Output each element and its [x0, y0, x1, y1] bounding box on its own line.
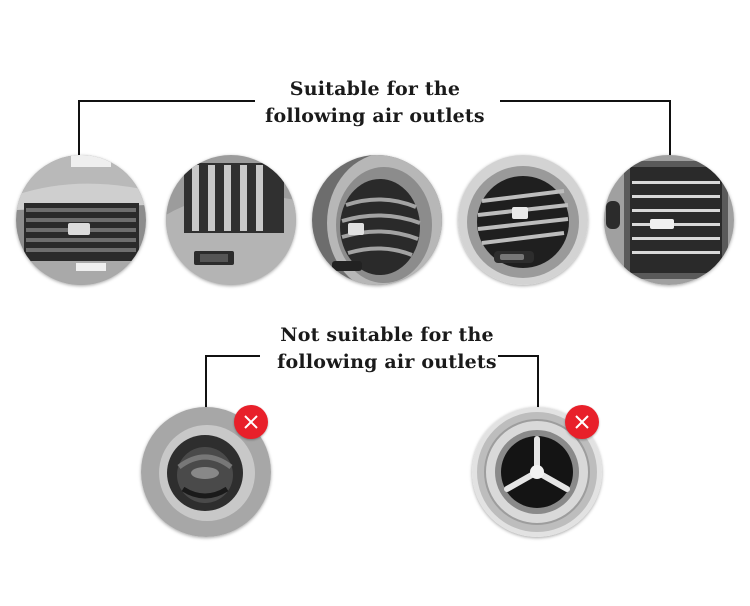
vertical-slat-vent-icon: [166, 155, 296, 285]
round-ball-vent-icon: [141, 407, 271, 537]
bracket-right-vertical-2: [537, 355, 539, 410]
suitable-vent-5-thumbnail: [604, 155, 734, 285]
unsuitable-heading-line2: following air outlets: [277, 351, 497, 373]
suitable-vent-4-thumbnail: [458, 155, 588, 285]
close-icon: [575, 415, 589, 429]
close-icon: [244, 415, 258, 429]
bracket-right-horizontal-2: [498, 355, 538, 357]
suitable-heading: Suitable for the following air outlets: [255, 76, 495, 130]
unsuitable-heading: Not suitable for the following air outle…: [262, 322, 512, 376]
suitable-heading-line1: Suitable for the: [289, 78, 461, 100]
bracket-right-vertical: [669, 100, 671, 160]
bracket-left-horizontal: [78, 100, 255, 102]
suitable-vent-3-thumbnail: [312, 155, 442, 285]
suitable-vent-2-thumbnail: [166, 155, 296, 285]
horizontal-slat-vent-icon: [16, 155, 146, 285]
round-slat-vent-icon: [458, 155, 588, 285]
bracket-left-vertical: [78, 100, 80, 160]
bracket-left-vertical-2: [205, 355, 207, 410]
reject-x-badge-2: [565, 405, 599, 439]
unsuitable-heading-line1: Not suitable for the: [280, 324, 494, 346]
curved-slat-vent-icon: [312, 155, 442, 285]
bracket-right-horizontal: [500, 100, 671, 102]
rectangular-slat-vent-icon: [604, 155, 734, 285]
suitable-heading-line2: following air outlets: [265, 105, 485, 127]
reject-x-badge-1: [234, 405, 268, 439]
unsuitable-vent-1-thumbnail: [141, 407, 271, 537]
suitable-vent-1-thumbnail: [16, 155, 146, 285]
bracket-left-horizontal-2: [205, 355, 260, 357]
